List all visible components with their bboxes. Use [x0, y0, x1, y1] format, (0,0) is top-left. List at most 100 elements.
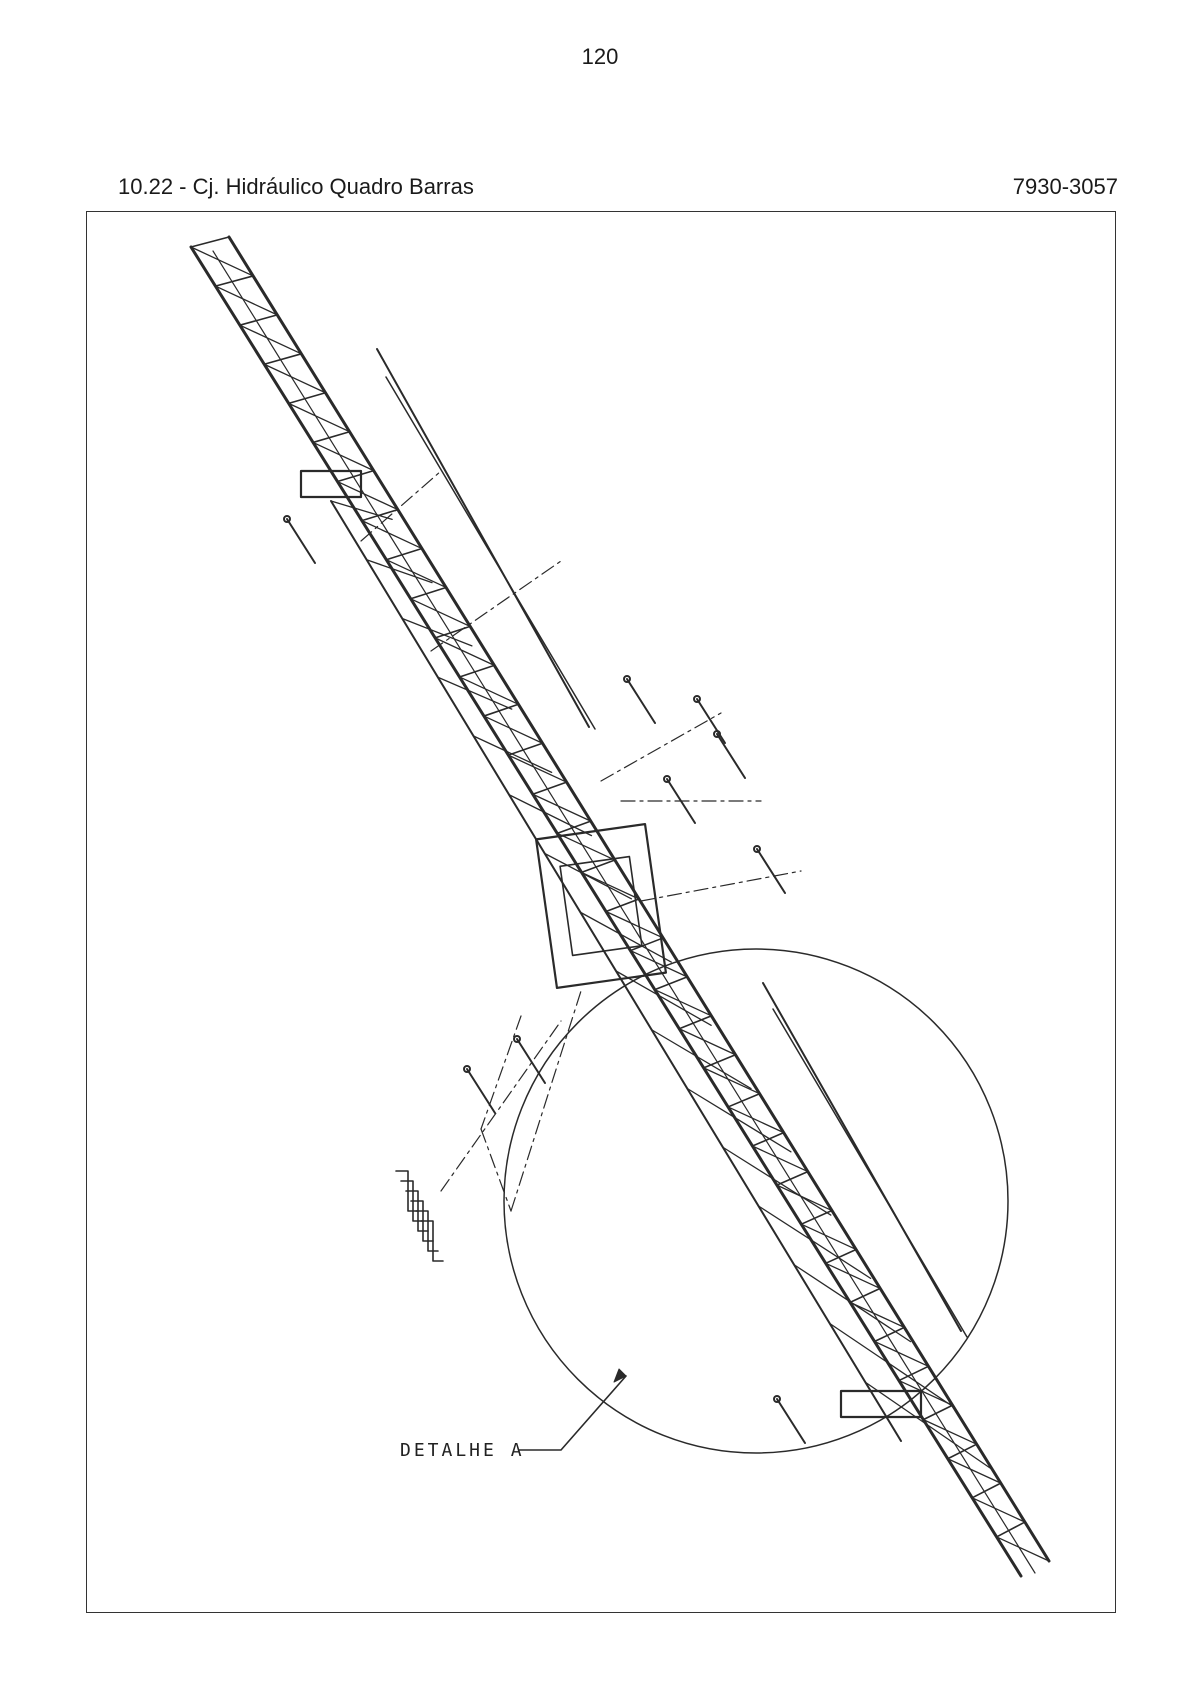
- truss-cross-member: [507, 742, 544, 756]
- assembly-line: [640, 870, 802, 902]
- truss-diagonal: [336, 480, 399, 511]
- truss-diagonal: [483, 715, 544, 744]
- hydraulic-cylinder-housing: [559, 855, 643, 957]
- truss-cross-member: [336, 469, 375, 483]
- truss-cross-member: [971, 1482, 1002, 1499]
- truss-cross-member: [922, 1404, 954, 1421]
- exploded-pin: [626, 678, 656, 724]
- lower-web-strut: [472, 735, 553, 774]
- lower-web-strut: [365, 559, 433, 584]
- truss-diagonal: [361, 519, 423, 550]
- truss-cross-member: [605, 898, 640, 913]
- detail-a-label: DETALHE A: [400, 1440, 525, 1461]
- pin-head: [753, 845, 761, 853]
- truss-cross-member: [873, 1326, 906, 1343]
- truss-diagonal: [922, 1418, 978, 1445]
- truss-diagonal: [947, 1458, 1002, 1484]
- hose-line-upper-2: [385, 376, 596, 730]
- technical-drawing: [86, 211, 1116, 1613]
- truss-cross-member: [287, 391, 327, 405]
- exploded-pin: [666, 778, 696, 824]
- truss-diagonal: [556, 832, 616, 861]
- truss-cross-member: [263, 353, 303, 366]
- boom-assembly-drawing: [189, 235, 1051, 1578]
- hose-line-lower-2: [772, 1008, 968, 1338]
- truss-cross-member: [995, 1521, 1026, 1538]
- truss-diagonal: [678, 1028, 737, 1056]
- truss-diagonal: [825, 1262, 881, 1290]
- hose-line-lower: [762, 982, 962, 1332]
- truss-diagonal: [654, 989, 713, 1017]
- lower-web-strut: [615, 970, 712, 1027]
- truss-diagonal: [507, 754, 568, 783]
- boom-end-bracket-lower: [839, 1389, 923, 1419]
- lower-web-strut: [401, 617, 473, 647]
- lower-web-strut: [722, 1146, 832, 1216]
- truss-diagonal: [190, 246, 254, 277]
- lower-web-strut: [579, 911, 672, 963]
- truss-diagonal: [385, 559, 447, 589]
- truss-cross-member: [385, 547, 423, 561]
- exploded-pin: [716, 733, 746, 779]
- truss-diagonal: [727, 1106, 785, 1134]
- truss-cross-member: [678, 1015, 713, 1030]
- truss-cross-member: [849, 1287, 881, 1304]
- truss-diagonal: [971, 1497, 1026, 1523]
- assembly-line: [360, 470, 442, 542]
- truss-cross-member: [629, 937, 664, 952]
- truss-diagonal: [873, 1340, 930, 1367]
- truss-diagonal: [702, 1067, 761, 1095]
- lower-web-strut: [864, 1381, 991, 1469]
- truss-cross-member: [214, 275, 254, 287]
- truss-cross-member: [727, 1092, 761, 1108]
- page-number: 120: [581, 44, 619, 69]
- pin-head: [283, 515, 291, 523]
- assembly-line: [480, 1015, 522, 1130]
- lower-web-strut: [793, 1264, 912, 1343]
- truss-cross-member: [190, 236, 230, 248]
- truss-cross-member: [312, 430, 351, 444]
- exploded-pin: [466, 1068, 496, 1114]
- truss-cross-member: [458, 664, 496, 678]
- truss-diagonal: [458, 676, 520, 705]
- truss-diagonal: [312, 441, 375, 472]
- lower-web-strut: [508, 794, 593, 837]
- exploded-pin: [776, 1398, 806, 1444]
- truss-diagonal: [580, 871, 640, 900]
- truss-diagonal: [287, 402, 351, 433]
- truss-diagonal: [800, 1223, 857, 1251]
- truss-cross-member: [702, 1053, 737, 1069]
- lower-web-strut: [829, 1322, 952, 1406]
- truss-cross-member: [898, 1365, 930, 1382]
- hose-line-upper: [376, 348, 590, 728]
- detail-a-circle: [503, 948, 1009, 1454]
- section-header: 10.22 - Cj. Hidráulico Quadro Barras 793…: [118, 174, 1118, 204]
- truss-cross-member: [824, 1248, 857, 1265]
- pin-head: [773, 1395, 781, 1403]
- truss-diagonal: [605, 910, 664, 939]
- truss-cross-member: [580, 859, 616, 874]
- assembly-line: [480, 1128, 512, 1212]
- truss-diagonal: [629, 949, 688, 978]
- truss-diagonal: [263, 363, 327, 394]
- truss-cross-member: [946, 1443, 978, 1460]
- assembly-line: [510, 990, 582, 1212]
- lower-web-strut: [757, 1205, 872, 1280]
- lower-web-strut: [544, 852, 633, 900]
- truss-cross-member: [409, 586, 447, 600]
- truss-cross-member: [483, 703, 520, 717]
- truss-cross-member: [776, 1170, 809, 1186]
- pin-head: [623, 675, 631, 683]
- assembly-line: [600, 712, 722, 782]
- truss-diagonal: [898, 1379, 954, 1406]
- section-title: 10.22 - Cj. Hidráulico Quadro Barras: [118, 174, 474, 199]
- truss-cross-member: [654, 976, 689, 991]
- assembly-line: [440, 1020, 562, 1192]
- truss-diagonal: [751, 1145, 809, 1173]
- truss-diagonal: [214, 285, 278, 316]
- truss-diagonal: [849, 1301, 905, 1329]
- lower-web-strut: [650, 1029, 752, 1090]
- lower-web-strut: [686, 1087, 792, 1153]
- pin-head: [463, 1065, 471, 1073]
- truss-diagonal: [532, 793, 592, 822]
